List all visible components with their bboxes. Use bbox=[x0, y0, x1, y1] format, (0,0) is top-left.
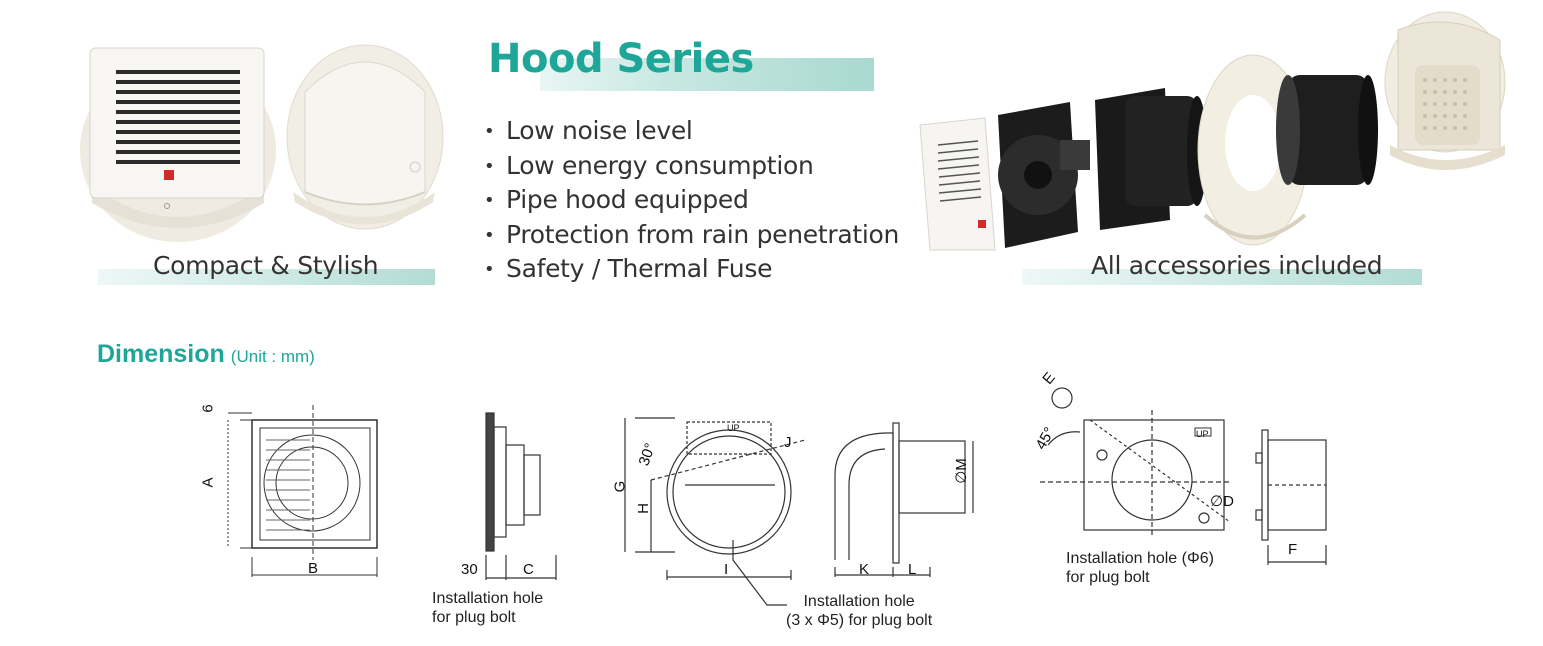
caption-left: Compact & Stylish bbox=[153, 251, 379, 280]
feature-list: •Low noise level •Low energy consumption… bbox=[484, 114, 899, 287]
caption-band-left bbox=[98, 269, 435, 285]
bullet: • bbox=[484, 259, 495, 280]
diagram-side-view bbox=[485, 412, 557, 580]
dimension-unit: (Unit : mm) bbox=[230, 347, 315, 366]
label-h: H bbox=[634, 503, 652, 514]
diagram-front-view bbox=[227, 405, 378, 577]
label-i: I bbox=[724, 561, 729, 578]
product-photo-front bbox=[80, 47, 276, 242]
label-c: C bbox=[523, 561, 534, 578]
note-back-install: Installation hole (Φ6) for plug bolt bbox=[1066, 550, 1214, 586]
diagram-back-side bbox=[1255, 429, 1327, 565]
label-six: 6 bbox=[199, 404, 217, 413]
label-l: L bbox=[908, 561, 917, 578]
title-highlight-band bbox=[540, 58, 874, 91]
diagram-hood-front bbox=[624, 417, 806, 606]
page-title: Hood Series bbox=[488, 36, 754, 82]
feature-item: •Low energy consumption bbox=[484, 149, 899, 184]
bullet: • bbox=[484, 224, 495, 246]
bullet: • bbox=[484, 121, 495, 142]
bullet: • bbox=[484, 155, 495, 177]
feature-item: •Safety / Thermal Fuse bbox=[484, 252, 899, 287]
dimension-title: Dimension bbox=[97, 340, 225, 368]
product-photo-hood bbox=[286, 44, 444, 230]
label-m: ∅M bbox=[952, 458, 970, 484]
label-k: K bbox=[859, 561, 870, 578]
diagram-hood-side bbox=[834, 422, 974, 577]
label-up-1: UP bbox=[1196, 429, 1209, 439]
diagram-back-view bbox=[1040, 387, 1231, 535]
product-photo-accessories bbox=[919, 11, 1506, 251]
label-f: F bbox=[1288, 541, 1298, 558]
label-thirty: 30 bbox=[461, 561, 478, 578]
caption-right: All accessories included bbox=[1091, 251, 1383, 280]
label-d: ∅D bbox=[1210, 493, 1234, 510]
label-j: J bbox=[784, 434, 792, 451]
label-b: B bbox=[308, 560, 319, 577]
feature-item: •Pipe hood equipped bbox=[484, 183, 899, 218]
bullet: • bbox=[484, 190, 495, 211]
dimension-heading: Dimension (Unit : mm) bbox=[97, 340, 315, 369]
feature-item: •Low noise level bbox=[484, 114, 899, 149]
caption-band-right bbox=[1022, 269, 1422, 285]
note-hood-install: Installation hole (3 x Φ5) for plug bolt bbox=[786, 593, 933, 629]
label-up-2: UP bbox=[727, 423, 740, 433]
feature-item: •Protection from rain penetration bbox=[484, 218, 899, 253]
note-side-install: Installation hole for plug bolt bbox=[432, 590, 544, 626]
label-g: G bbox=[611, 480, 629, 493]
label-a: A bbox=[199, 477, 217, 488]
